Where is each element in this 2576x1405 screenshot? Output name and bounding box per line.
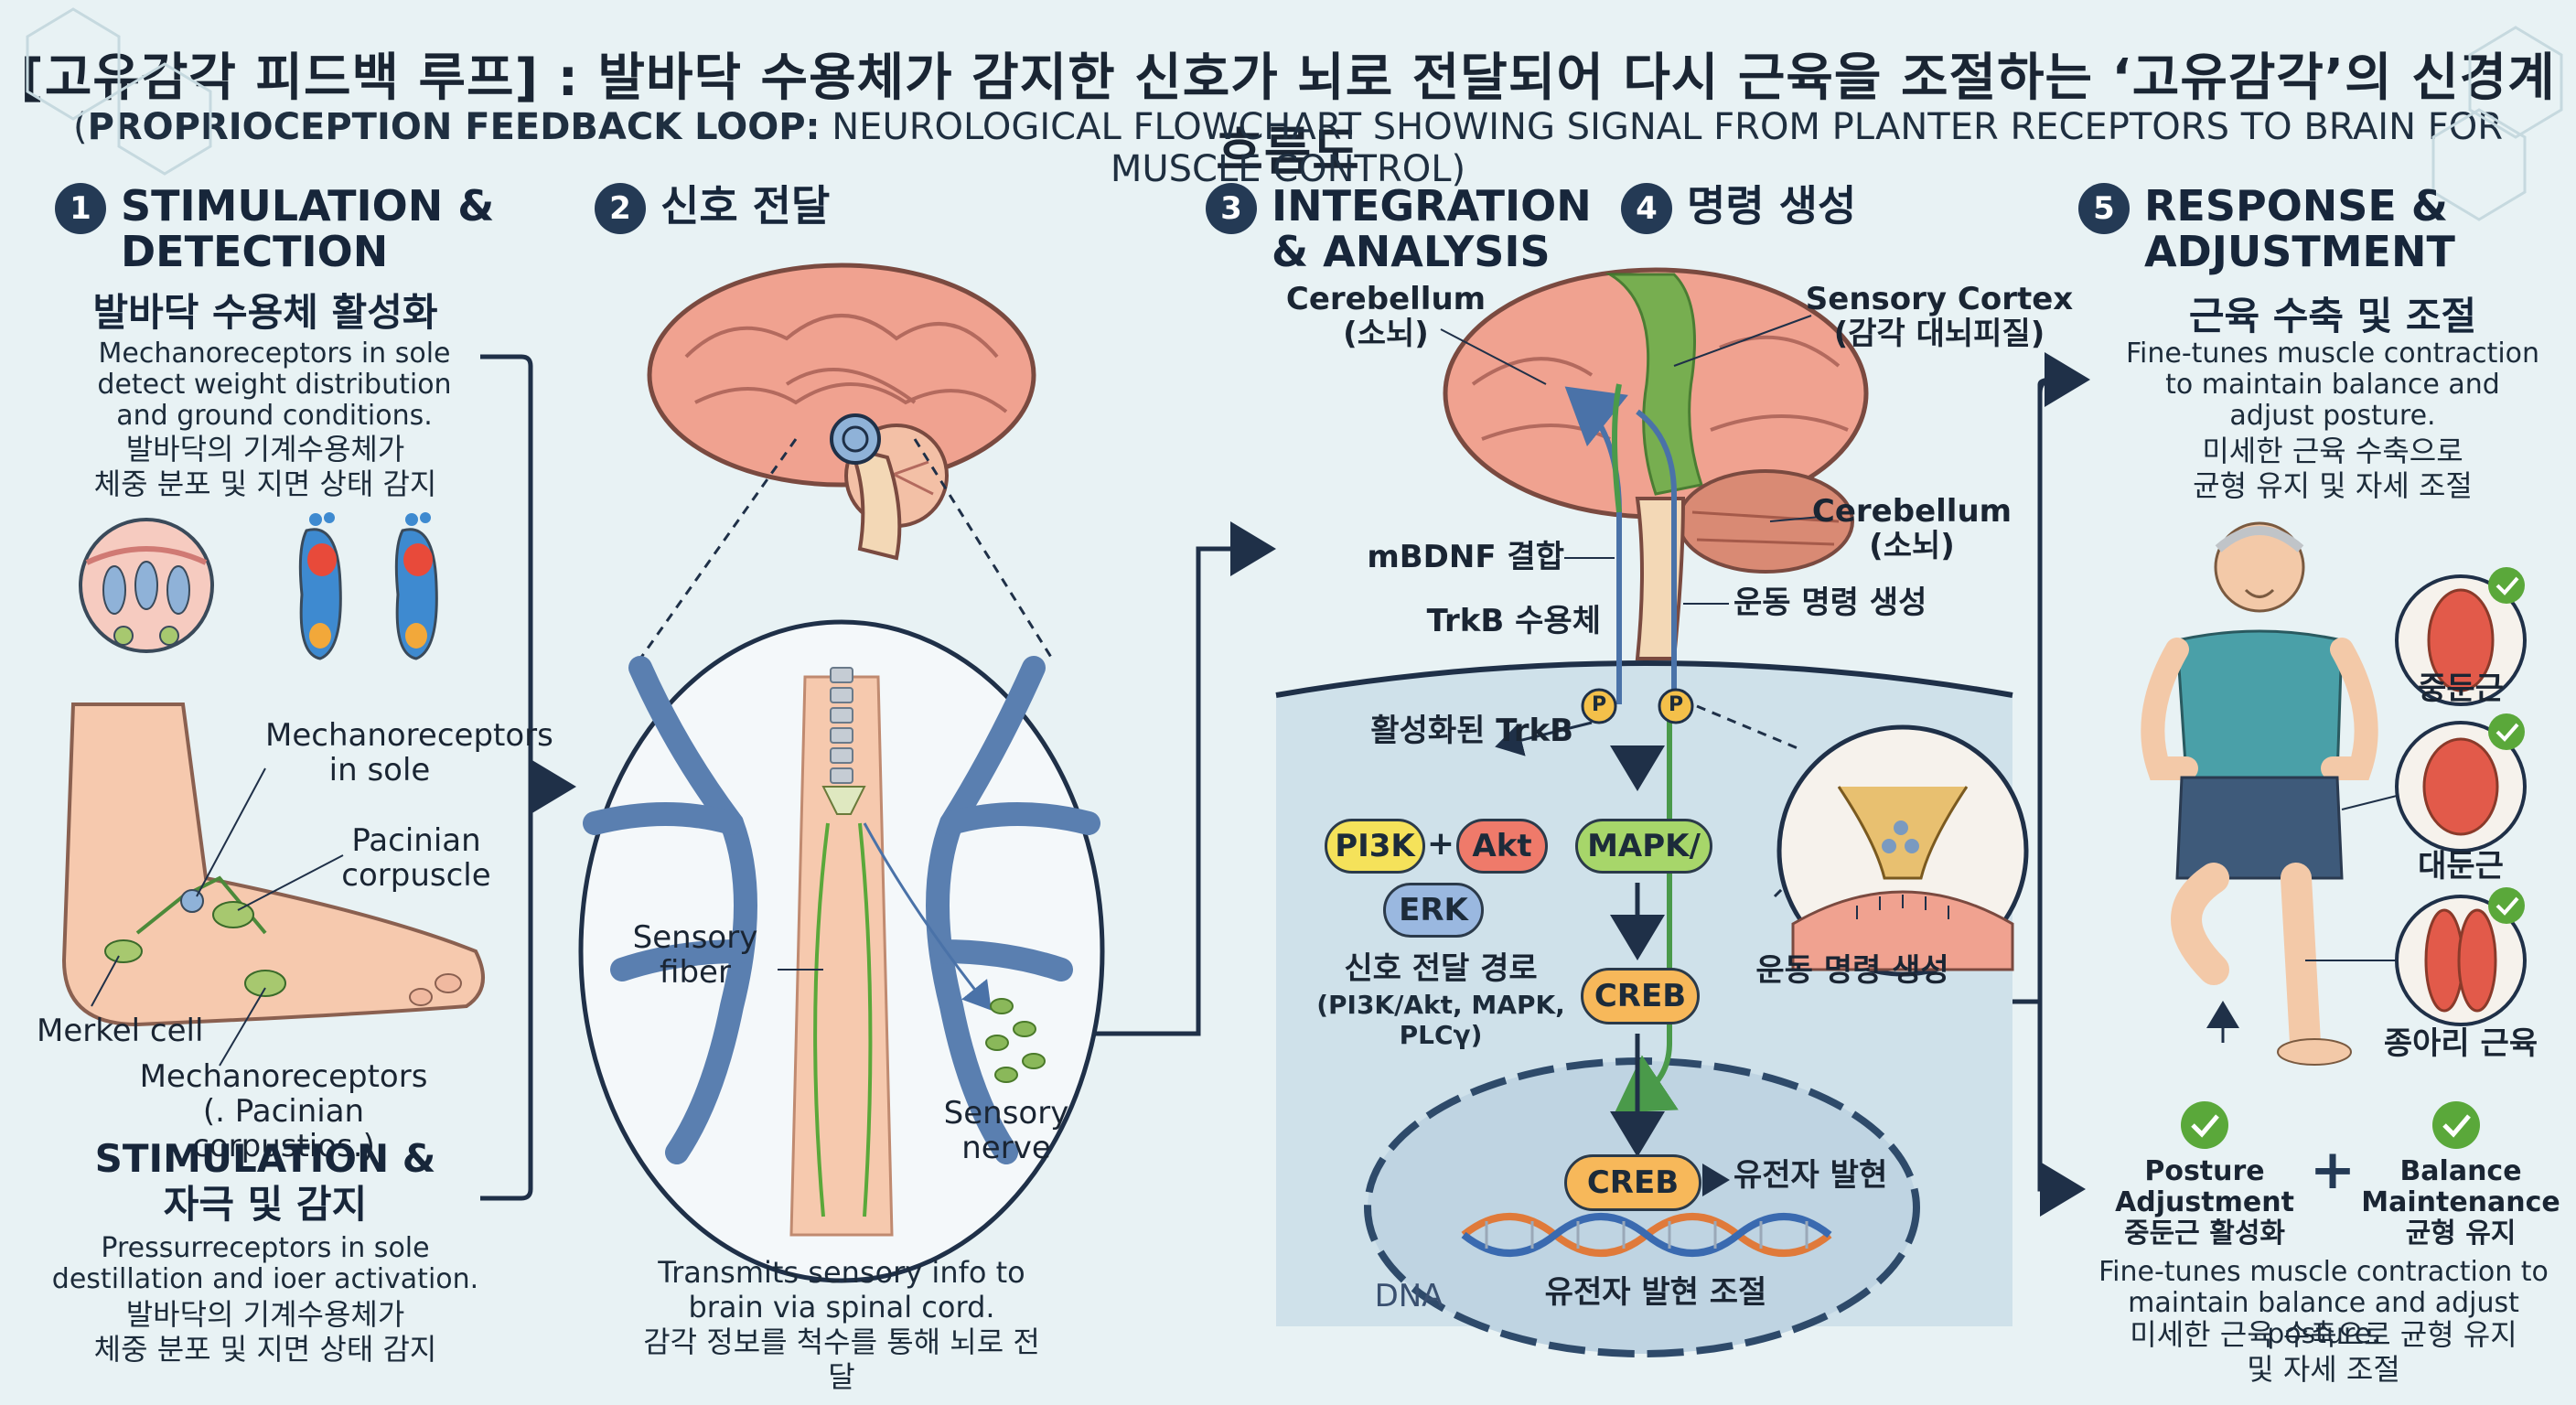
label-gluteus-maximus: 대둔근 bbox=[2418, 848, 2504, 885]
creb-nucleus-node: CREB bbox=[1564, 1154, 1701, 1211]
erk-node: ERK bbox=[1383, 883, 1484, 938]
label-trkb-activated: 활성화된 TrkB bbox=[1370, 713, 1573, 749]
hexagon-decor bbox=[26, 7, 2563, 221]
page-subtitle: (PROPRIOCEPTION FEEDBACK LOOP: NEUROLOGI… bbox=[72, 106, 2504, 190]
creb-node: CREB bbox=[1581, 968, 1700, 1024]
label-sensory-cortex: Sensory Cortex(감각 대뇌피질) bbox=[1805, 281, 2074, 352]
akt-node: Akt bbox=[1456, 819, 1548, 874]
check-icons bbox=[2181, 567, 2525, 1149]
step1-bottom-title: STIMULATION &자극 및 감지 bbox=[94, 1136, 436, 1227]
plus-sign-2: + bbox=[2309, 1138, 2356, 1202]
label-calf-muscle: 종아리 근육 bbox=[2383, 1025, 2538, 1062]
label-pathway-en: (PI3K/Akt, MAPK, PLCγ) bbox=[1316, 990, 1565, 1050]
step1-title: STIMULATION & DETECTION bbox=[121, 181, 495, 276]
phospho-p-label: P bbox=[1591, 693, 1607, 716]
label-pathway-ko: 신호 전달 경로 bbox=[1344, 950, 1538, 987]
step3-number: 3 bbox=[1206, 183, 1257, 234]
label-cerebellum-top: Cerebellum(소뇌) bbox=[1285, 281, 1487, 352]
flow-arrow-2-3 bbox=[1089, 521, 1276, 1036]
footprint-pressure-icon bbox=[298, 512, 438, 660]
step5-number: 5 bbox=[2078, 183, 2130, 234]
step1-number: 1 bbox=[55, 183, 106, 234]
phospho-p-label-2: P bbox=[1668, 693, 1684, 716]
step5-title: RESPONSE &ADJUSTMENT bbox=[2144, 181, 2455, 276]
plus-sign: + bbox=[1426, 825, 1455, 863]
step4-title: 명령 생성 bbox=[1687, 181, 1857, 231]
step2-header: 2 신호 전달 bbox=[595, 183, 830, 234]
step1-desc-ko: 발바닥의 기계수용체가 체중 분포 및 지면 상태 감지 bbox=[93, 432, 437, 501]
flow-arrow-1-2 bbox=[480, 354, 567, 1201]
step1-ko-title: 발바닥 수용체 활성화 bbox=[92, 290, 438, 335]
mapk-node: MAPK/ bbox=[1575, 819, 1712, 874]
step1-desc-en: Mechanoreceptors in sole detect weight d… bbox=[97, 338, 452, 432]
label-gluteus-medius: 중둔근 bbox=[2418, 670, 2504, 707]
brain-sagittal-icon bbox=[647, 263, 1036, 561]
synapse-icon bbox=[1776, 724, 2029, 977]
step5-header: 5 RESPONSE &ADJUSTMENT bbox=[2078, 183, 2455, 274]
label-gene-expression: 유전자 발현 bbox=[1733, 1157, 1888, 1194]
step4-number: 4 bbox=[1621, 183, 1672, 234]
pi3k-node: PI3K bbox=[1325, 819, 1425, 874]
phospho-marker bbox=[1658, 688, 1694, 724]
label-mechanoreceptors-pacinian: Mechanoreceptors(. Pacinian corpustios.) bbox=[139, 1058, 428, 1164]
step3-header: 3 INTEGRATION& ANALYSIS bbox=[1206, 183, 1592, 274]
label-cerebellum: Cerebellum(소뇌) bbox=[1811, 493, 2012, 564]
label-dna: DNA bbox=[1374, 1278, 1444, 1314]
label-merkel-cell: Merkel cell bbox=[37, 1013, 204, 1049]
label-motor-command-2: 운동 명령 생성 bbox=[1755, 952, 1949, 989]
nerve-circle-icon bbox=[578, 619, 1105, 1283]
step5-ko-title: 근육 수축 및 조절 bbox=[2188, 294, 2477, 338]
label-gene-regulation: 유전자 발현 조절 bbox=[1544, 1274, 1767, 1311]
step2-title: 신호 전달 bbox=[660, 181, 831, 231]
label-mbdnf: mBDNF 결합 bbox=[1367, 539, 1564, 575]
step2-number: 2 bbox=[595, 183, 646, 234]
step3-title: INTEGRATION& ANALYSIS bbox=[1272, 181, 1592, 276]
step4-header: 4 명령 생성 bbox=[1621, 183, 1856, 234]
muscle-icons bbox=[2305, 574, 2527, 1026]
label-motor-command: 운동 명령 생성 bbox=[1733, 585, 1927, 621]
foot-illustration bbox=[61, 702, 485, 1067]
phospho-marker bbox=[1581, 688, 1617, 724]
elderly-man-balancing bbox=[2141, 521, 2378, 1066]
label-trkb-receptor: TrkB 수용체 bbox=[1426, 603, 1601, 639]
brain-lateral-icon bbox=[1443, 267, 1869, 660]
step1-header: 1 STIMULATION & DETECTION bbox=[55, 183, 494, 274]
step5-desc-en: Fine-tunes muscle contraction to maintai… bbox=[2125, 338, 2540, 432]
step2-desc-ko: 감각 정보를 척수를 통해 뇌로 전달 bbox=[643, 1325, 1040, 1394]
skin-receptor-icon bbox=[79, 518, 214, 653]
page-title: [고유감각 피드백 루프] : 발바닥 수용체가 감지한 신호가 뇌로 전달되어… bbox=[20, 48, 2556, 182]
